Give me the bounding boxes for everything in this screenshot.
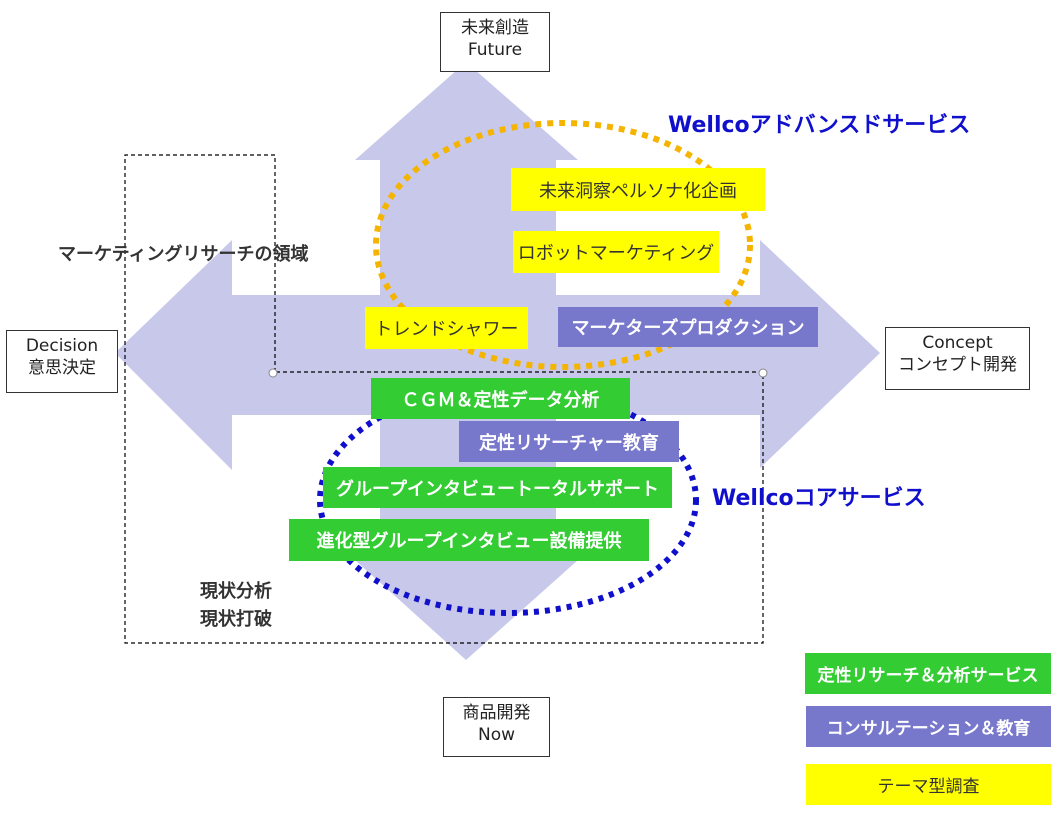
axis-bottom-line1: 商品開発 — [462, 703, 531, 723]
region-connector-dot — [758, 368, 768, 378]
legend-consulting: コンサルテーション＆教育 — [806, 706, 1051, 747]
core-services-title: Wellcoコアサービス — [712, 486, 926, 511]
axis-right-concept: Concept コンセプト開発 — [885, 327, 1030, 390]
axis-left-line1: Decision — [25, 336, 99, 356]
advanced-services-title: Wellcoアドバンスドサービス — [668, 113, 971, 138]
service-marketers-production: マーケターズプロダクション — [558, 307, 818, 347]
current-analysis-line1: 現状分析 — [200, 581, 272, 602]
service-cgm-analysis: ＣＧＭ＆定性データ分析 — [371, 378, 630, 419]
service-researcher-education: 定性リサーチャー教育 — [459, 421, 679, 462]
axis-top-line1: 未来創造 — [461, 18, 529, 38]
service-robot-marketing: ロボットマーケティング — [513, 231, 719, 273]
axis-top-future: 未来創造 Future — [440, 12, 550, 72]
marketing-research-region-label: マーケティングリサーチの領域 — [58, 244, 309, 265]
current-analysis-label: 現状分析 現状打破 — [200, 578, 272, 634]
advanced-services-ellipse — [373, 120, 753, 370]
legend-theme: テーマ型調査 — [806, 764, 1051, 805]
axis-left-line2: 意思決定 — [28, 358, 96, 378]
legend-qualitative: 定性リサーチ＆分析サービス — [805, 653, 1051, 694]
axis-right-line2: コンセプト開発 — [898, 355, 1017, 375]
four-way-arrow — [115, 62, 880, 660]
service-group-interview-support: グループインタビュートータルサポート — [323, 467, 672, 508]
axis-left-decision: Decision 意思決定 — [6, 330, 118, 393]
service-future-persona: 未来洞察ペルソナ化企画 — [511, 168, 765, 211]
current-analysis-line2: 現状打破 — [200, 609, 272, 630]
axis-top-line2: Future — [467, 40, 523, 60]
axis-bottom-line2: Now — [477, 725, 516, 745]
axis-right-line1: Concept — [922, 333, 993, 353]
service-trend-shower: トレンドシャワー — [365, 307, 528, 349]
region-connector-dot — [268, 368, 278, 378]
axis-bottom-now: 商品開発 Now — [443, 697, 550, 757]
service-group-interview-facility: 進化型グループインタビュー設備提供 — [289, 519, 649, 561]
